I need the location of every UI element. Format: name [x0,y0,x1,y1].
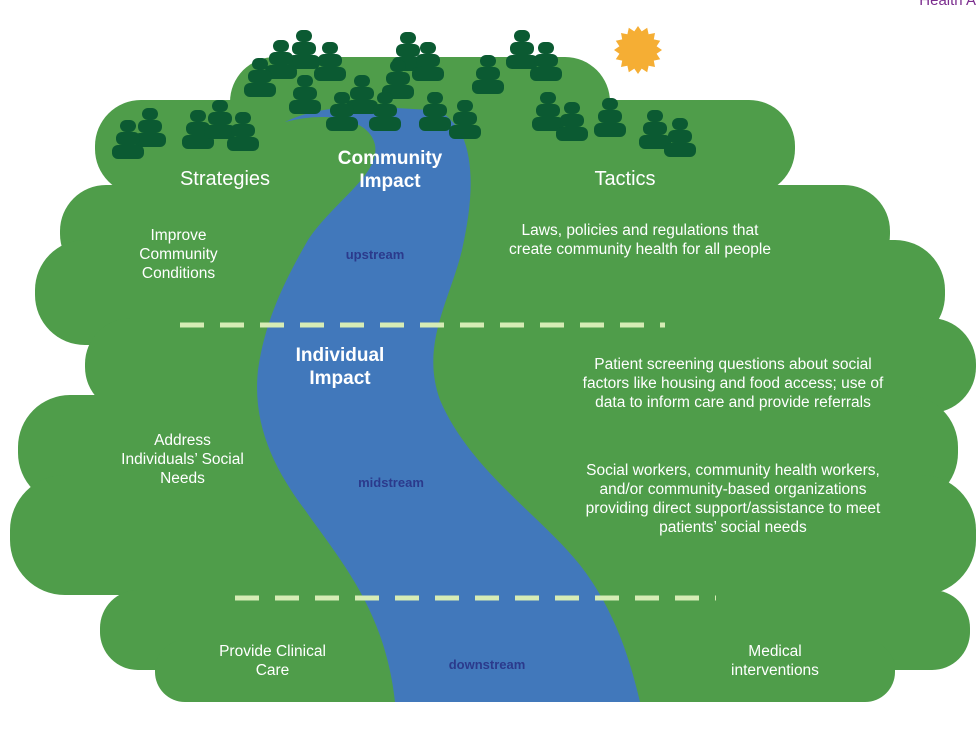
tactic-clinical: Medical interventions [731,643,819,679]
tree-group [112,30,696,159]
tactics-heading: Tactics [594,168,656,190]
tree-icon [289,75,321,114]
tree-icon [449,100,481,139]
downstream-label: downstream [448,657,526,672]
tree-icon [314,42,346,81]
sun-icon [614,26,662,74]
tree-icon [326,92,358,131]
river [257,106,640,702]
tree-icon [244,58,276,97]
tree-icon [134,108,166,147]
tree-icon [204,100,236,139]
tree-icon [472,55,504,94]
tree-icon [639,110,671,149]
tree-icon [664,118,696,157]
midstream-label: midstream [358,475,424,490]
tree-icon [419,92,451,131]
header-corner-text: Health A [919,0,976,9]
tactic-individual-screening: Patient screening questions about social… [582,356,884,411]
tree-icon [265,40,297,79]
strategy-community: Improve Community Conditions [139,227,218,282]
tree-icon [112,120,144,159]
tree-icon [532,92,564,131]
strategy-clinical: Provide Clinical Care [219,643,326,679]
strategies-heading: Strategies [179,168,271,190]
tree-icon [288,30,320,69]
tree-icon [594,98,626,137]
tree-icon [530,42,562,81]
individual-impact-label: Individual Impact [295,345,385,389]
tactic-community: Laws, policies and regulations that crea… [509,222,771,258]
tree-icon [227,112,259,151]
tree-icon [412,42,444,81]
tree-icon [506,30,538,69]
upstream-label: upstream [345,247,405,262]
strategy-individual: Address Individuals’ Social Needs [121,432,244,487]
tree-icon [369,92,401,131]
community-impact-label: Community Impact [337,148,443,192]
tree-icon [556,102,588,141]
tactic-individual-support: Social workers, community health workers… [585,462,881,536]
